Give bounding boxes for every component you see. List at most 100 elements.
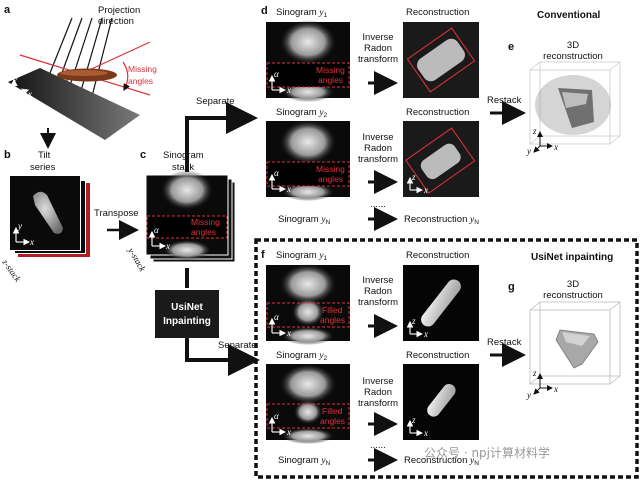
d2-axis-z: z xyxy=(411,172,416,182)
d-recon-title-2: Reconstruction xyxy=(406,107,469,118)
panel-label-b: b xyxy=(4,149,11,161)
c-missing-2: angles xyxy=(191,227,216,237)
d-inv1-c: transform xyxy=(358,54,398,65)
panel-b-axis-x: x xyxy=(29,237,34,247)
e-axis-x: x xyxy=(553,142,558,152)
sinostack-title-1: Sinogram xyxy=(163,150,204,161)
e-title-2: reconstruction xyxy=(543,51,603,62)
f-filled-2b: angles xyxy=(320,416,345,426)
panel-label-a: a xyxy=(4,4,11,16)
e-bounding-box xyxy=(529,61,621,145)
d-missing-1a: Missing xyxy=(316,65,345,75)
f2-axis-z: z xyxy=(411,415,416,425)
c-axis-x: x xyxy=(165,241,170,251)
d-missing-1b: angles xyxy=(318,75,343,85)
f-inv1-c: transform xyxy=(358,297,398,308)
panel-f: f UsiNet inpainting Sinogram y1 Reconstr… xyxy=(261,249,613,472)
panel-e: e 3D reconstruction z x y xyxy=(508,40,621,156)
f1-axis-alpha: α xyxy=(274,312,279,322)
f2-axis-alpha: α xyxy=(274,411,279,421)
c-missing-1: Missing xyxy=(191,217,220,227)
usinet-dashed-frame xyxy=(254,238,639,479)
panel-a: a y x Projection direction xyxy=(4,4,157,149)
f-filled-band-2 xyxy=(266,403,350,429)
g-axis-z: z xyxy=(532,368,537,378)
f-inv1-a: Inverse xyxy=(362,275,393,286)
panel-a-axis-y: y xyxy=(14,71,19,81)
g-title-1: 3D xyxy=(567,279,579,290)
d-recon-title-1: Reconstruction xyxy=(406,7,469,18)
panel-b-axes xyxy=(12,226,31,246)
f-recon-title-2: Reconstruction xyxy=(406,350,469,361)
e-axis-y: y xyxy=(526,146,531,156)
panel-b: b Tilt series y x z-stack xyxy=(0,149,90,284)
d2-axis-x: x xyxy=(286,184,291,194)
f-inv2-a: Inverse xyxy=(362,376,393,387)
panel-a-axes xyxy=(10,78,30,96)
f1-axis-z: z xyxy=(411,316,416,326)
usinet-inpainting-label: UsiNet inpainting xyxy=(531,252,613,263)
f-sino-title-1: Sinogram y1 xyxy=(276,250,328,262)
panel-label-d: d xyxy=(261,5,268,17)
f-filled-band-1 xyxy=(266,302,350,328)
conventional-label: Conventional xyxy=(537,10,601,21)
panel-label-f: f xyxy=(261,249,265,261)
d-inv1-a: Inverse xyxy=(362,32,393,43)
projection-label-1: Projection xyxy=(98,5,140,16)
usinet-label-2: Inpainting xyxy=(163,316,211,327)
g-bounding-box xyxy=(529,301,621,385)
watermark: 公众号 · npj计算材料学 xyxy=(424,445,550,460)
panel-c-axes xyxy=(148,230,167,250)
f-recon-title-1: Reconstruction xyxy=(406,250,469,261)
panel-c: c Sinogram stack Missing angles α x y-st… xyxy=(126,149,236,274)
d2-axis-x2: x xyxy=(423,185,428,195)
restack-label-upper: Restack xyxy=(487,95,522,106)
f1-axis-x: x xyxy=(286,328,291,338)
d-sino-title-1: Sinogram y1 xyxy=(276,7,328,19)
restack-label-lower: Restack xyxy=(487,337,522,348)
transpose-step: Transpose xyxy=(94,208,139,240)
d-missing-band-2 xyxy=(266,161,350,187)
usinet-box xyxy=(155,290,219,338)
separate-label-lower: Separate xyxy=(218,340,257,351)
f-filled-1a: Filled xyxy=(322,305,343,315)
usinet-label-1: UsiNet xyxy=(171,302,203,313)
e-title-1: 3D xyxy=(567,40,579,51)
panel-b-axis-y: y xyxy=(17,221,22,231)
d1-axis-alpha: α xyxy=(274,69,279,79)
d-missing-2b: angles xyxy=(318,174,343,184)
missing-band-c xyxy=(146,215,228,239)
nanorod xyxy=(57,68,117,82)
f-sino-n: Sinogram yN xyxy=(278,455,331,467)
f2-axis-x: x xyxy=(286,427,291,437)
c-axis-alpha: α xyxy=(154,225,159,235)
f-dots: ...... xyxy=(370,440,386,451)
sample-plate xyxy=(8,68,140,140)
panel-label-c: c xyxy=(140,149,146,161)
tilt-title-2: series xyxy=(30,162,56,173)
projection-label-2: direction xyxy=(98,16,134,27)
usinet-step: UsiNet Inpainting Separate xyxy=(155,268,260,376)
separate-upper: Separate xyxy=(185,96,258,172)
transpose-label: Transpose xyxy=(94,208,139,219)
panel-label-g: g xyxy=(508,281,515,293)
g-title-2: reconstruction xyxy=(543,290,603,301)
f-recon-n: Reconstruction yN xyxy=(404,455,479,467)
d-dots: ...... xyxy=(370,199,386,210)
d-sino-title-2: Sinogram y2 xyxy=(276,107,328,119)
missing-angles-label-2: angles xyxy=(128,76,153,86)
d-inv2-b: Radon xyxy=(364,143,392,154)
y-stack-label: y-stack xyxy=(126,245,148,274)
d-inv2-c: transform xyxy=(358,154,398,165)
g-axis-x: x xyxy=(553,384,558,394)
separate-label-upper: Separate xyxy=(196,96,235,107)
d2-axis-alpha: α xyxy=(274,168,279,178)
sinostack-title-2: stack xyxy=(172,162,194,173)
f-filled-1b: angles xyxy=(320,315,345,325)
d-inv1-b: Radon xyxy=(364,43,392,54)
panel-d: d Sinogram y1 Reconstruction Conventiona… xyxy=(261,5,601,231)
f2-axis-x2: x xyxy=(423,428,428,438)
sino-blob-bottom xyxy=(163,240,211,260)
missing-angles-label-1: Missing xyxy=(128,64,157,74)
sino-blob-top xyxy=(161,170,213,210)
